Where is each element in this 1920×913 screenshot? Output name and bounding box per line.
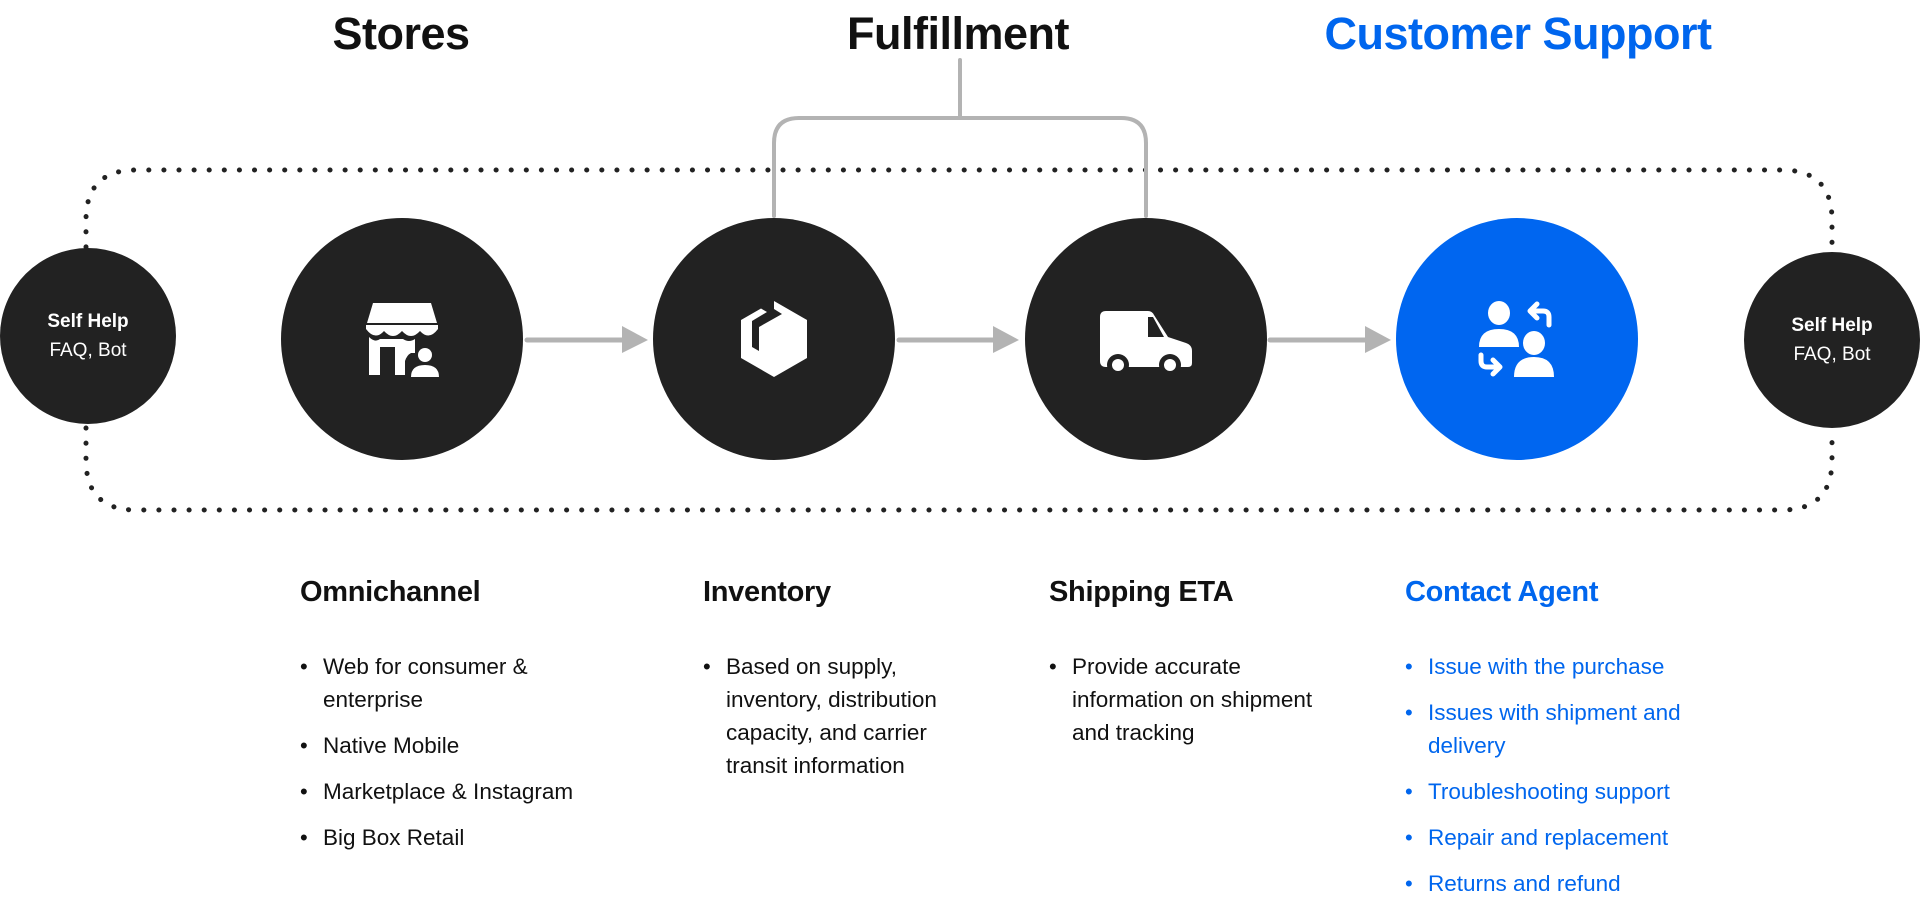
list-item-text: Issues with shipment and delivery <box>1428 700 1681 758</box>
arrow-stores-to-inventory <box>524 326 648 353</box>
section-title-customer-support: Customer Support <box>1324 8 1712 59</box>
column-heading: Omnichannel <box>300 576 481 608</box>
list-item-text: Provide accurate information on shipment… <box>1072 654 1313 745</box>
list-item: • Issues with shipment and delivery <box>1405 696 1705 762</box>
self-help-node-right[interactable]: Self Help FAQ, Bot <box>1744 252 1920 428</box>
bullet-icon: • <box>300 654 308 679</box>
list-item: • Marketplace & Instagram <box>300 775 590 808</box>
column-contact-agent: Contact Agent • Issue with the purchase • I… <box>1405 572 1705 913</box>
inventory-node[interactable] <box>653 218 895 460</box>
column-inventory: Inventory • Based on supply, inventory, d… <box>703 572 973 795</box>
column-list: • Provide accurate information on shipmen… <box>1049 650 1339 749</box>
self-help-subtitle: FAQ, Bot <box>49 340 127 361</box>
list-item: • Native Mobile <box>300 729 590 762</box>
self-help-loop-top <box>83 167 1835 255</box>
list-item-text: Repair and replacement <box>1428 825 1669 850</box>
bullet-icon: • <box>1405 825 1413 850</box>
list-item-text: Issue with the purchase <box>1428 654 1665 679</box>
arrow-inventory-to-shipping <box>896 326 1019 353</box>
bullet-icon: • <box>1405 871 1413 896</box>
bullet-icon: • <box>300 825 308 850</box>
self-help-loop-bottom <box>83 425 1835 513</box>
contact-agent-node[interactable] <box>1396 218 1638 460</box>
list-item: • Provide accurate information on shipmen… <box>1049 650 1339 749</box>
list-item-text: Based on supply, inventory, distribution… <box>726 654 937 778</box>
list-item-text: Troubleshooting support <box>1428 779 1670 804</box>
bullet-icon: • <box>1405 654 1413 679</box>
list-item-text: Returns and refund <box>1428 871 1621 896</box>
list-item: • Web for consumer & enterprise <box>300 650 590 716</box>
list-item: • Issue with the purchase <box>1405 650 1705 683</box>
column-omnichannel: Omnichannel • Web for consumer & enterpri… <box>300 572 590 867</box>
bullet-icon: • <box>1049 654 1057 679</box>
column-list: • Issue with the purchase • Issues with shi… <box>1405 650 1705 900</box>
arrow-shipping-to-contact-agent <box>1267 326 1391 353</box>
delivery-van-icon <box>1100 311 1192 376</box>
fulfillment-bracket <box>772 58 1148 218</box>
list-item: • Big Box Retail <box>300 821 590 854</box>
column-heading: Contact Agent <box>1405 576 1599 608</box>
list-item: • Repair and replacement <box>1405 821 1705 854</box>
bullet-icon: • <box>1405 700 1413 725</box>
column-heading: Shipping ETA <box>1049 576 1234 608</box>
self-help-title: Self Help <box>1791 315 1873 336</box>
bullet-icon: • <box>300 779 308 804</box>
list-item: • Based on supply, inventory, distributio… <box>703 650 973 782</box>
package-box-icon <box>741 301 807 377</box>
section-title-fulfillment: Fulfillment <box>847 8 1069 59</box>
self-help-node-left[interactable]: Self Help FAQ, Bot <box>0 248 176 424</box>
storefront-icon <box>366 303 439 377</box>
bullet-icon: • <box>703 654 711 679</box>
list-item-text: Web for consumer & enterprise <box>323 654 528 712</box>
column-list: • Based on supply, inventory, distributio… <box>703 650 973 782</box>
stores-node[interactable] <box>281 218 523 460</box>
bullet-icon: • <box>300 733 308 758</box>
shipping-node[interactable] <box>1025 218 1267 460</box>
self-help-subtitle: FAQ, Bot <box>1793 344 1871 365</box>
column-heading: Inventory <box>703 576 831 608</box>
bullet-icon: • <box>1405 779 1413 804</box>
column-list: • Web for consumer & enterprise • Native Mo… <box>300 650 590 854</box>
list-item-text: Marketplace & Instagram <box>323 779 574 804</box>
column-shipping-eta: Shipping ETA • Provide accurate informati… <box>1049 572 1339 762</box>
self-help-title: Self Help <box>47 311 129 332</box>
list-item: • Troubleshooting support <box>1405 775 1705 808</box>
list-item: • Returns and refund <box>1405 867 1705 900</box>
user-swap-icon <box>1478 301 1554 377</box>
section-title-stores: Stores <box>332 8 470 59</box>
list-item-text: Big Box Retail <box>323 825 465 850</box>
list-item-text: Native Mobile <box>323 733 460 758</box>
